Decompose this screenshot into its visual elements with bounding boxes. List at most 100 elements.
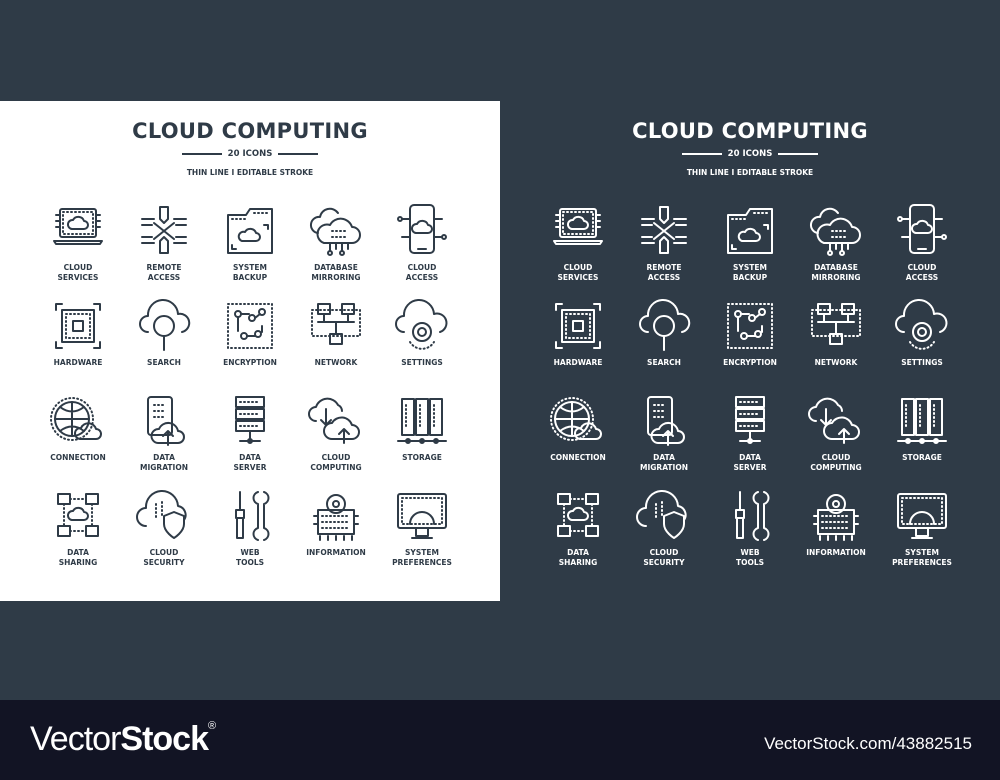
icon-tile: NETWORK <box>293 296 379 391</box>
icon-label: DATA SERVER <box>233 453 267 472</box>
icon-label: SYSTEM BACKUP <box>232 263 268 282</box>
icon-tile: STORAGE <box>379 391 465 486</box>
icon-count: 20 ICONS <box>727 149 773 159</box>
icon-label: DATA SHARING <box>58 548 98 567</box>
globe-cloud-icon <box>550 397 602 441</box>
chip-icon <box>555 303 601 349</box>
laptop-cloud-icon <box>53 208 103 245</box>
icon-tile: CLOUD SECURITY <box>121 486 207 581</box>
icon-label: DATABASE MIRRORING <box>811 263 861 282</box>
icon-tile: SETTINGS <box>879 296 965 391</box>
icon-tile: HARDWARE <box>35 296 121 391</box>
icon-tile: REMOTE ACCESS <box>121 201 207 296</box>
icon-tile: HARDWARE <box>535 296 621 391</box>
icon-label: CONNECTION <box>550 453 606 462</box>
circuit-icon <box>727 303 773 349</box>
data-sharing-icon <box>557 493 599 537</box>
divider <box>278 153 319 155</box>
remote-arrows-icon <box>641 206 687 254</box>
icon-label: WEB TOOLS <box>235 548 265 567</box>
icon-tile: SETTINGS <box>379 296 465 391</box>
image-reference: VectorStock.com/43882515 <box>764 734 972 753</box>
phone-cloud-icon <box>397 204 447 254</box>
network-icon <box>311 303 361 345</box>
icon-tile: ENCRYPTION <box>707 296 793 391</box>
icon-tile: WEB TOOLS <box>707 486 793 581</box>
circuit-icon <box>227 303 273 349</box>
icon-tile: DATABASE MIRRORING <box>793 201 879 296</box>
chip-icon <box>55 303 101 349</box>
icon-tile: ENCRYPTION <box>207 296 293 391</box>
cloud-search-icon <box>139 298 191 351</box>
icon-label: SYSTEM BACKUP <box>732 263 768 282</box>
disk-chip-icon <box>813 494 859 541</box>
icon-tile: NETWORK <box>793 296 879 391</box>
data-sharing-icon <box>57 493 99 537</box>
icon-tile: CLOUD ACCESS <box>379 201 465 296</box>
icon-tile: DATA MIGRATION <box>121 391 207 486</box>
icon-tile: CONNECTION <box>535 391 621 486</box>
divider <box>181 153 222 155</box>
icon-count-row: 20 ICONS <box>500 149 1000 159</box>
icon-label: CONNECTION <box>50 453 106 462</box>
tablet-upload-icon <box>147 396 185 446</box>
cloud-gear-icon <box>895 298 948 350</box>
icon-label: SETTINGS <box>401 358 443 367</box>
icon-count-row: 20 ICONS <box>0 149 500 159</box>
icon-label: CLOUD COMPUTING <box>810 453 862 472</box>
icon-label: NETWORK <box>814 358 858 367</box>
divider <box>778 153 819 155</box>
tablet-upload-icon <box>647 396 685 446</box>
panel-title: CLOUD COMPUTING <box>132 119 368 143</box>
icon-label: DATA SERVER <box>733 453 767 472</box>
icon-tile: DATA MIGRATION <box>621 391 707 486</box>
divider <box>681 153 722 155</box>
icon-label: CLOUD SERVICES <box>57 263 99 282</box>
icon-label: SEARCH <box>147 358 181 367</box>
storage-icon <box>397 398 447 444</box>
icon-label: CLOUD ACCESS <box>405 263 439 282</box>
icon-tile: CONNECTION <box>35 391 121 486</box>
icon-label: SETTINGS <box>901 358 943 367</box>
icon-label: STORAGE <box>902 453 942 462</box>
cloud-shield-icon <box>636 490 687 539</box>
phone-cloud-icon <box>897 204 947 254</box>
monitor-gear-icon <box>397 493 447 539</box>
cloud-sync-icon <box>308 397 360 444</box>
server-rack-icon <box>735 396 765 444</box>
icon-label: SEARCH <box>647 358 681 367</box>
icon-tile: INFORMATION <box>293 486 379 581</box>
server-rack-icon <box>235 396 265 444</box>
cloud-database-icon <box>809 207 861 256</box>
icon-label: REMOTE ACCESS <box>146 263 182 282</box>
icon-tile: CLOUD SECURITY <box>621 486 707 581</box>
icon-label: NETWORK <box>314 358 358 367</box>
icon-tile: SEARCH <box>621 296 707 391</box>
cloud-gear-icon <box>395 298 448 350</box>
icon-tile: REMOTE ACCESS <box>621 201 707 296</box>
network-icon <box>811 303 861 345</box>
vectorstock-logo[interactable]: VectorStock® <box>30 720 216 758</box>
icon-tile: WEB TOOLS <box>207 486 293 581</box>
icon-label: STORAGE <box>402 453 442 462</box>
icon-label: DATA SHARING <box>558 548 598 567</box>
tools-icon <box>735 491 770 541</box>
cloud-database-icon <box>309 207 361 256</box>
icon-label: SYSTEM PREFERENCES <box>892 548 952 567</box>
icon-tile: CLOUD SERVICES <box>535 201 621 296</box>
monitor-gear-icon <box>897 493 947 539</box>
storage-icon <box>897 398 947 444</box>
icon-label: DATABASE MIRRORING <box>311 263 361 282</box>
tagline: THIN LINE I EDITABLE STROKE <box>186 168 314 177</box>
icon-tile: CLOUD COMPUTING <box>293 391 379 486</box>
icon-grid: CLOUD SERVICES REMOTE ACCESS SYSTEM BACKUP… <box>35 201 465 581</box>
folder-cloud-icon <box>727 208 773 254</box>
icon-label: CLOUD SECURITY <box>143 548 185 567</box>
footer-bar: VectorStock® VectorStock.com/43882515 <box>0 700 1000 780</box>
icon-label: CLOUD COMPUTING <box>310 453 362 472</box>
cloud-shield-icon <box>136 490 187 539</box>
disk-chip-icon <box>313 494 359 541</box>
icon-tile: CLOUD ACCESS <box>879 201 965 296</box>
laptop-cloud-icon <box>553 208 603 245</box>
icon-tile: SYSTEM BACKUP <box>207 201 293 296</box>
